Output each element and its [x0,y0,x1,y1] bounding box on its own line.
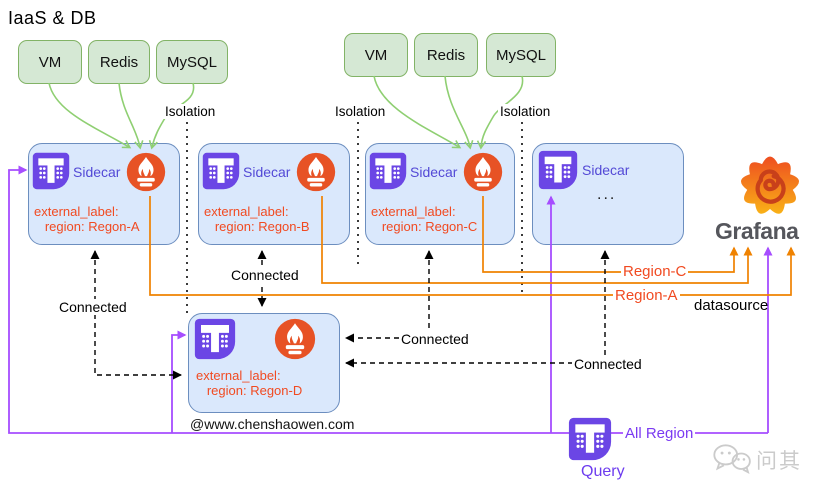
external-label-a: external_label: region: Regon-A [34,204,140,234]
redis-box-1: Redis [88,40,150,84]
thanos-icon [194,318,236,360]
connected-label-c: Connected [399,331,471,347]
external-label-key: external_label: [196,368,281,383]
datasource-label: datasource [694,297,769,314]
region-a-edge-label: Region-A [613,287,680,304]
thanos-icon [369,152,407,190]
sidecar-label: Sidecar [73,164,121,180]
sidecar-label: Sidecar [582,162,630,178]
brand-watermark: 问其 [756,450,802,473]
region-c-value: region: Regon-C [381,219,478,234]
external-label-d: external_label: region: Regon-D [196,368,302,398]
mysql-box-1: MySQL [156,40,228,84]
redis-label: Redis [99,53,139,71]
thanos-icon [538,150,578,190]
isolation-label-2: Isolation [333,104,388,119]
prometheus-icon [296,152,336,192]
more-regions-ellipsis: ... [597,186,617,203]
connected-label-a: Connected [57,299,129,315]
prometheus-icon [126,152,166,192]
external-label-key: external_label: [371,204,456,219]
grafana-wordmark: Grafana [715,218,799,244]
prometheus-icon [274,318,316,360]
region-b-value: region: Regon-B [214,219,310,234]
connected-label-b: Connected [229,267,301,283]
redis-label: Redis [426,46,466,64]
mysql-label: MySQL [166,53,217,71]
external-label-key: external_label: [204,204,289,219]
external-label-c: external_label: region: Regon-C [371,204,477,234]
thanos-icon [202,152,240,190]
sidecar-label: Sidecar [410,164,458,180]
mysql-box-2: MySQL [486,33,556,77]
connected-label-more: Connected [572,356,644,372]
connected-dashed-lines [90,250,610,380]
mysql-label: MySQL [495,46,546,64]
external-label-key: external_label: [34,204,119,219]
prometheus-icon [463,152,503,192]
thanos-icon [32,152,70,190]
redis-box-2: Redis [414,33,478,77]
grafana-logo-icon [733,147,807,221]
region-c-edge-label: Region-C [621,263,689,280]
isolation-label-3: Isolation [498,104,553,119]
sidecar-label: Sidecar [243,164,291,180]
vm-box-2: VM [344,33,408,77]
site-watermark: @www.chenshaowen.com [190,416,355,432]
region-a-value: region: Regon-A [44,219,140,234]
external-label-b: external_label: region: Regon-B [204,204,310,234]
vm-box-1: VM [18,40,82,84]
region-d-value: region: Regon-D [206,383,303,398]
thanos-query-icon [568,416,612,462]
query-label: Query [581,463,625,480]
vm-label: VM [364,46,388,64]
wechat-icon [712,443,754,474]
diagram-title: IaaS & DB [8,8,97,28]
isolation-label-1: Isolation [163,104,218,119]
all-region-label: All Region [623,425,696,442]
vm-label: VM [38,53,62,71]
